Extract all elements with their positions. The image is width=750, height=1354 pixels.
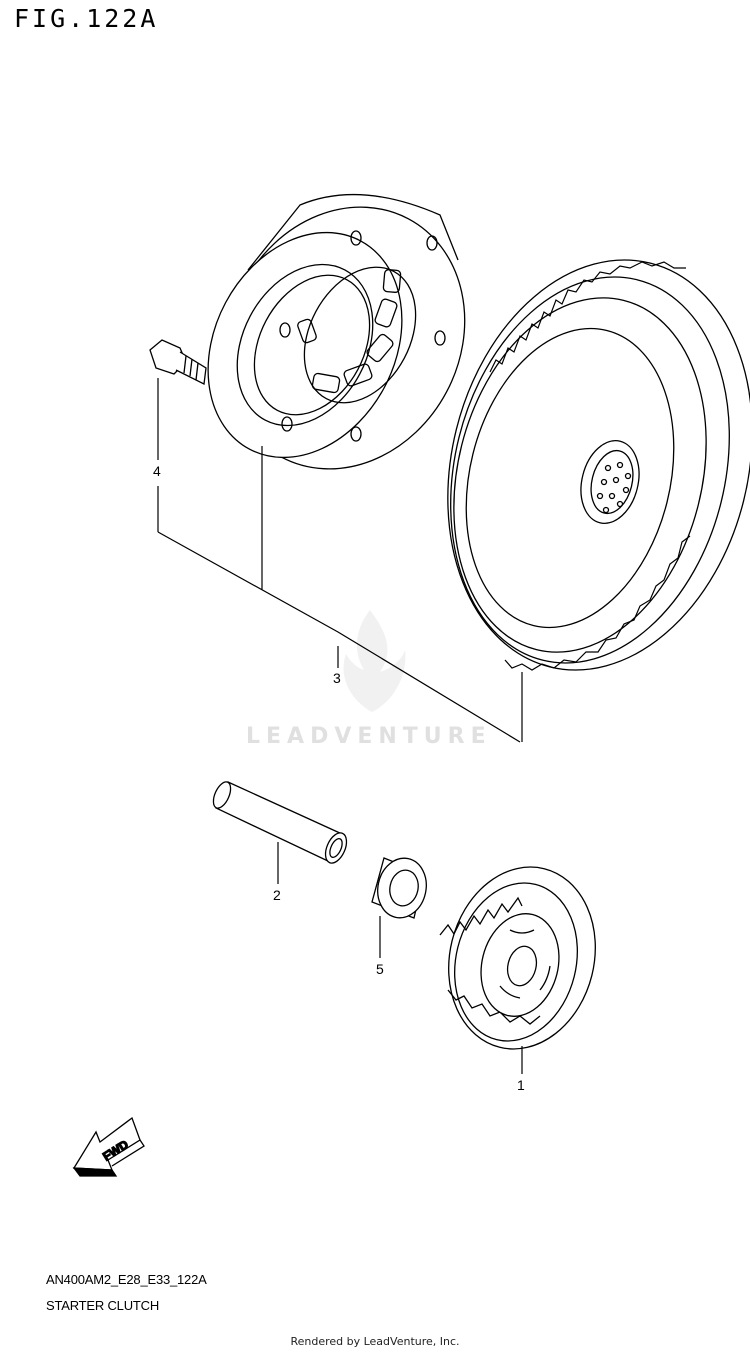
watermark-logo	[343, 610, 406, 712]
callout-5: 5	[376, 961, 384, 977]
fwd-arrow-icon: FWD	[72, 1116, 145, 1177]
starter-clutch-one-way[interactable]	[170, 165, 510, 511]
idle-gear-shaft[interactable]	[210, 779, 351, 866]
callout-3: 3	[333, 670, 341, 686]
footer-credit: Rendered by LeadVenture, Inc.	[290, 1335, 460, 1348]
starter-idle-gear[interactable]	[430, 851, 614, 1064]
watermark: LEADVENTURE	[246, 724, 492, 749]
figure-description: STARTER CLUTCH	[46, 1298, 160, 1313]
callout-4: 4	[153, 463, 161, 479]
callout-1: 1	[517, 1077, 525, 1093]
clutch-bolt[interactable]	[149, 339, 207, 385]
callout-2: 2	[273, 887, 281, 903]
figure-title: FIG.122A	[14, 4, 159, 33]
leader-lines	[157, 378, 523, 1074]
starter-driven-gear[interactable]	[406, 227, 750, 702]
gear-bush[interactable]	[371, 854, 432, 923]
figure-code: AN400AM2_E28_E33_122A	[46, 1272, 207, 1287]
